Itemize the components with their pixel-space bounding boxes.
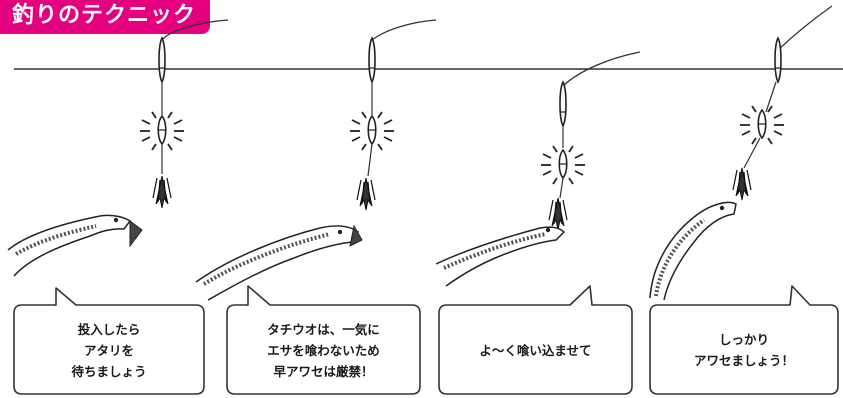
- step-1-line-2: アタリを: [83, 342, 134, 358]
- speech-bubbles: [13, 285, 839, 395]
- step-4-line-2: アワセましょう！: [693, 353, 794, 368]
- scene-3: [435, 51, 641, 287]
- step-1-line-1: 投入したら: [77, 321, 141, 337]
- step-1-caption: 投入したら アタリを 待ちましょう: [14, 306, 204, 394]
- scene-2: [195, 19, 437, 301]
- scene-1: [7, 19, 229, 277]
- step-1-line-3: 待ちましょう: [71, 363, 147, 379]
- step-2-caption: タチウオは、一気に エサを喰わないため 早アワセは厳禁！: [227, 306, 420, 394]
- step-3-caption: よ～く喰い込ませて: [439, 306, 632, 394]
- step-2-line-3: 早アワセは厳禁！: [273, 363, 374, 379]
- scene-4: [649, 5, 833, 301]
- step-3-line-1: よ～く喰い込ませて: [479, 342, 592, 358]
- title-banner: 釣りのテクニック: [0, 0, 211, 34]
- step-4-line-1: しっかり: [718, 332, 769, 347]
- step-2-line-2: エサを喰わないため: [267, 342, 380, 358]
- step-2-line-1: タチウオは、一気に: [267, 321, 380, 337]
- page-title: 釣りのテクニック: [12, 3, 197, 28]
- step-4-caption: しっかり アワセましょう！: [650, 306, 838, 394]
